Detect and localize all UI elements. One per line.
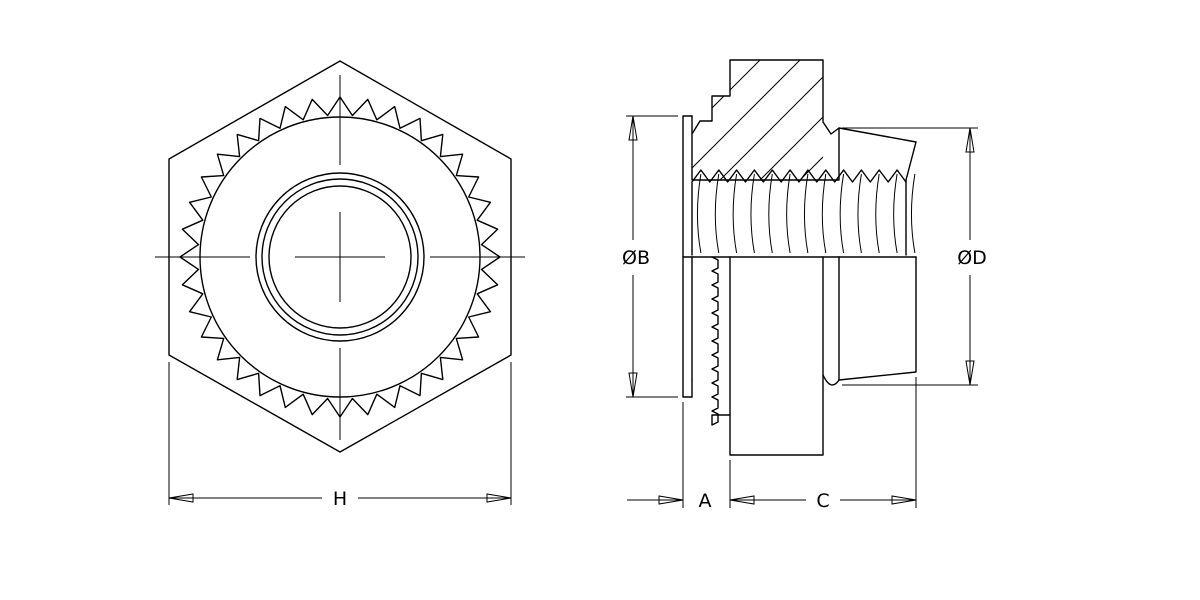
thread-line (768, 173, 773, 254)
thread-line (714, 173, 720, 254)
dimension-h: H (168, 362, 512, 510)
label-dia-d: ØD (957, 247, 987, 269)
front-center-lines (155, 75, 525, 440)
hex-outline (168, 60, 512, 453)
thread-line (839, 173, 845, 254)
label-c: C (816, 490, 829, 512)
thread-line (803, 173, 809, 254)
knurl-edge (711, 256, 731, 426)
thread-section (691, 127, 917, 256)
dimension-a: A (627, 402, 731, 512)
dimension-dia-b: ØB (612, 115, 678, 398)
thread-line (857, 173, 862, 254)
thread-line (696, 173, 702, 254)
thread-lines (696, 173, 916, 254)
label-dia-b: ØB (622, 247, 650, 269)
thread-line (732, 173, 738, 254)
section-outline (691, 59, 840, 181)
lower-body (691, 256, 917, 456)
bore-outer-circle (255, 172, 425, 342)
thread-line (821, 173, 827, 254)
thread-line (893, 173, 898, 254)
front-view: H (155, 60, 525, 510)
dimension-dia-d: ØD (842, 127, 996, 386)
thread-line (910, 173, 916, 254)
thread-line (875, 173, 880, 254)
label-h: H (333, 488, 347, 510)
label-a: A (699, 490, 712, 512)
thread-line (750, 173, 755, 254)
dimension-c: C (729, 377, 917, 512)
thread-teeth (691, 169, 907, 183)
section-hatch (692, 60, 823, 180)
bore-inner-circle (268, 185, 412, 329)
bore-chamfer-circle (261, 178, 419, 336)
thread-line (786, 173, 791, 254)
side-view: ØB ØD A C (612, 59, 996, 512)
